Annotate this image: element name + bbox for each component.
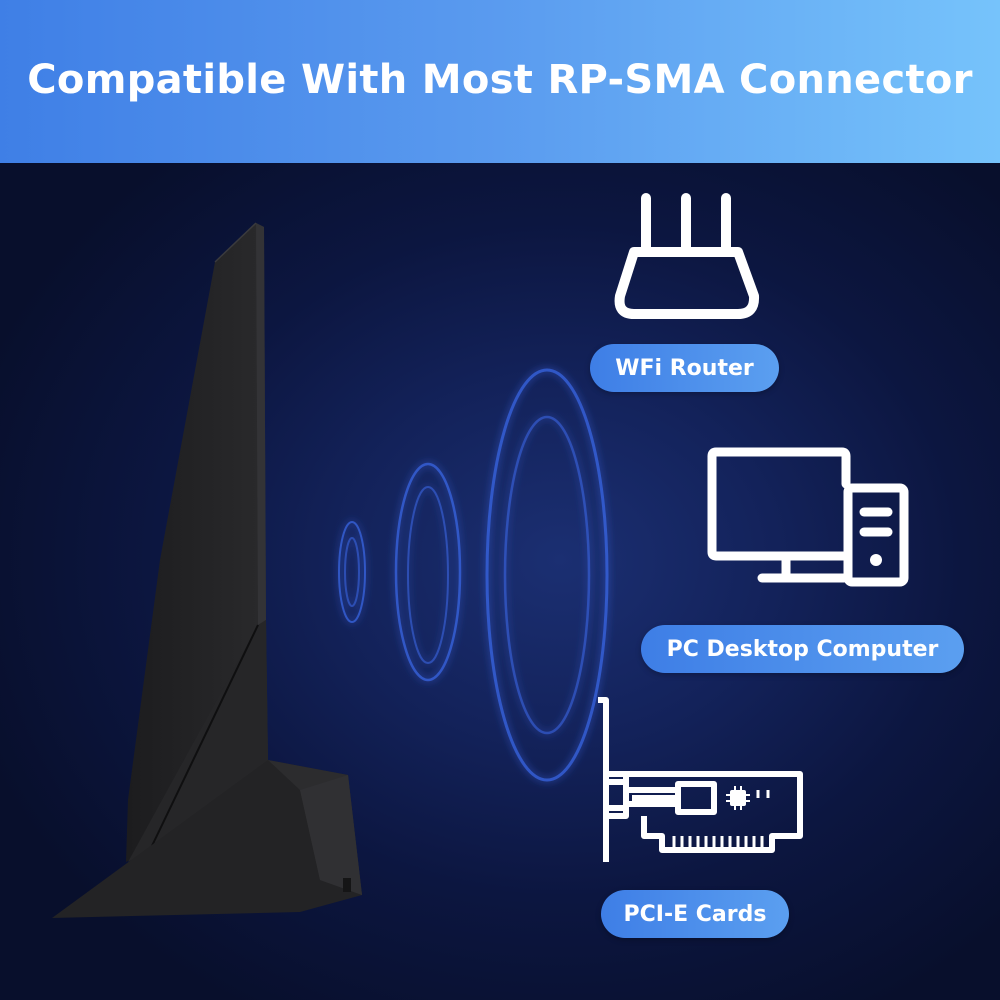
pcie-cards-label: PCI-E Cards [601,890,789,938]
banner-title: Compatible With Most RP-SMA Connector [27,56,973,103]
pc-desktop-label: PC Desktop Computer [641,625,964,673]
pcie-card-icon [598,697,803,862]
wifi-router-label: WFi Router [590,344,779,392]
router-icon [614,193,760,319]
desktop-computer-icon [707,447,909,587]
header-banner: Compatible With Most RP-SMA Connector [0,0,1000,163]
